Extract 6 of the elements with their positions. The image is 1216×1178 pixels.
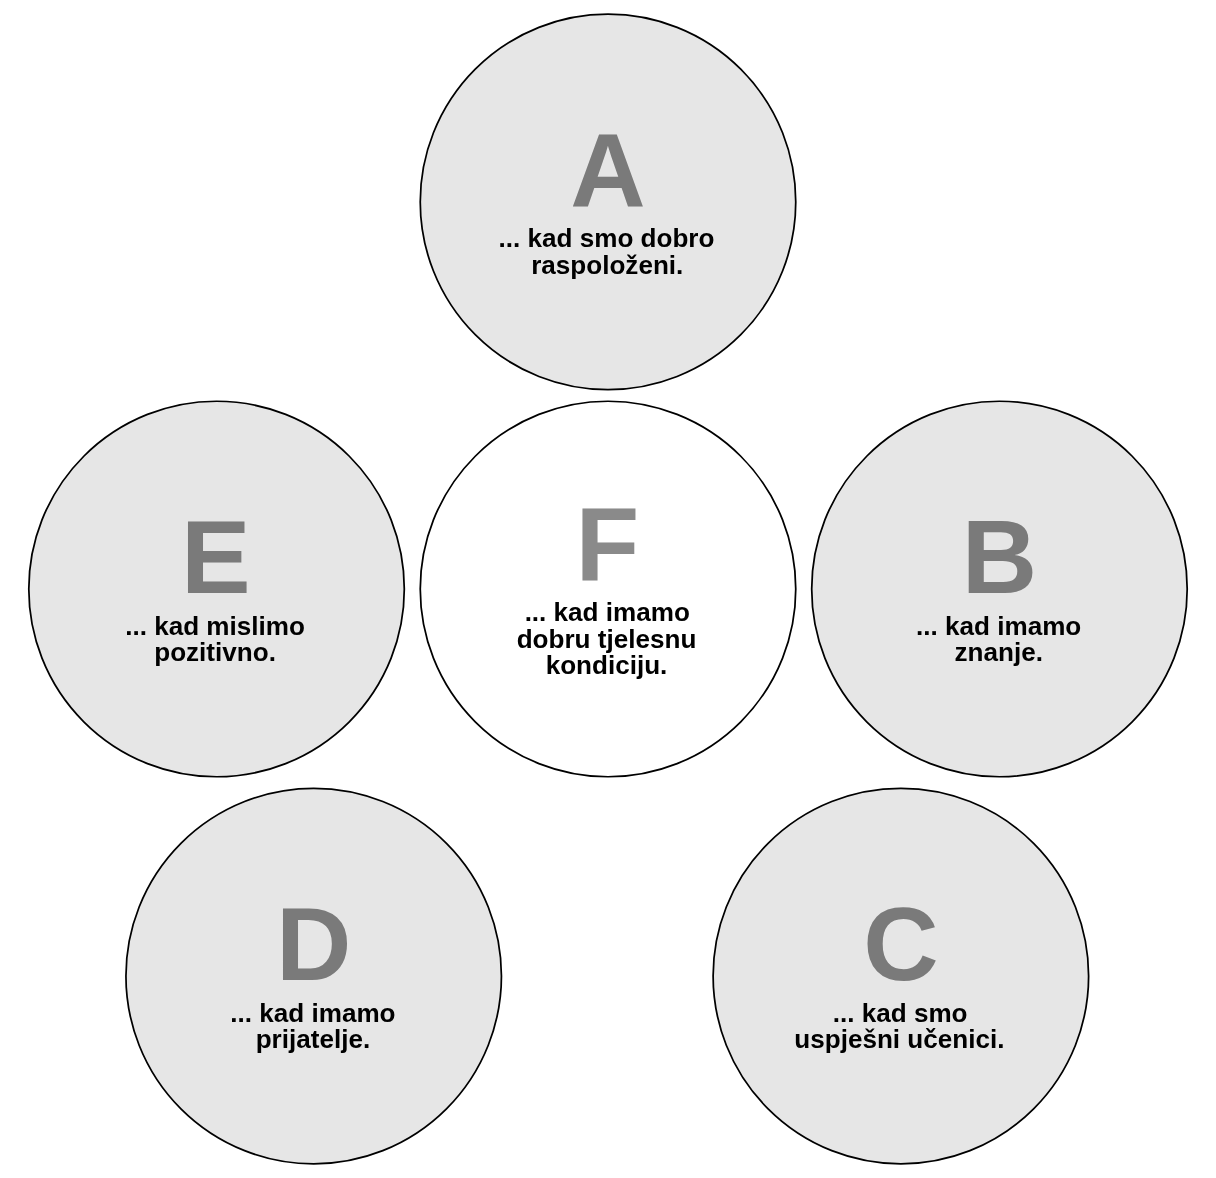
- node-circle: B ... kad imamo znanje.: [810, 400, 1189, 778]
- node-circle: A ... kad smo dobro raspoloženi.: [419, 13, 797, 391]
- node-circle: C ... kad smo uspješni učenici.: [712, 787, 1090, 1165]
- node-circle: E ... kad mislimo pozitivno.: [27, 400, 406, 778]
- node-circle: F ... kad imamo dobru tjelesnu kondiciju.: [419, 400, 797, 778]
- node-circle: D ... kad imamo prijatelje.: [125, 787, 503, 1165]
